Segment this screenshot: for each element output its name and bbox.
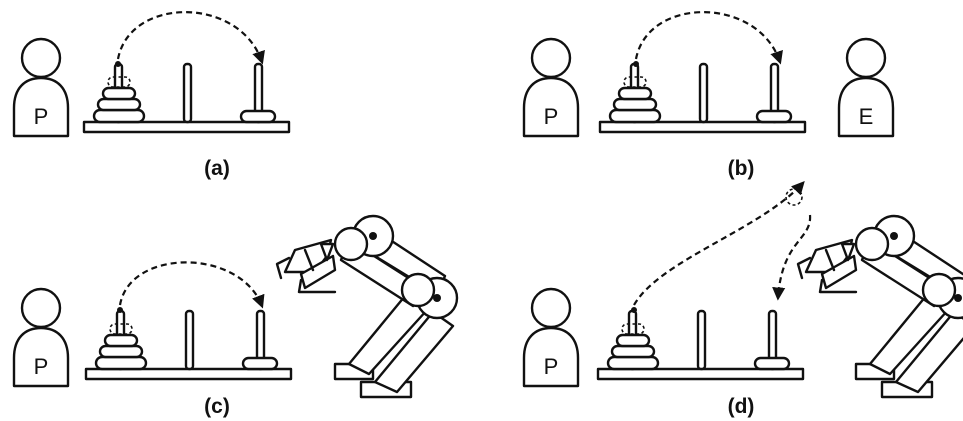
person-p-c: P (12, 287, 70, 388)
move-arrow-b (634, 11, 783, 65)
panel-label-d: (d) (728, 395, 755, 418)
move-arrow-a (116, 11, 265, 65)
person-label-b: P (544, 104, 559, 129)
panel-c: P (c) (12, 214, 459, 418)
person-p-d: P (522, 287, 580, 388)
tower-of-hanoi-d (596, 309, 805, 381)
person-label-c: P (34, 354, 49, 379)
person-label-a: P (34, 104, 49, 129)
panel-label-a: (a) (204, 157, 230, 180)
tower-of-hanoi-c (84, 309, 293, 381)
tower-of-hanoi-b (598, 62, 807, 134)
panel-b: P E (b) (522, 11, 895, 180)
panel-label-b: (b) (728, 157, 755, 180)
robot-arm-d (796, 214, 963, 399)
ghost-disk-air (785, 188, 803, 206)
lift-arrow-d (633, 181, 805, 306)
person-p-a: P (12, 37, 70, 138)
person-e-b: E (837, 37, 895, 138)
move-arrow-c (118, 261, 265, 309)
person-label-d: P (544, 354, 559, 379)
panel-a: P (a) (12, 11, 291, 180)
person-label-e: E (859, 104, 874, 129)
tower-of-hanoi-a (82, 62, 291, 134)
person-p-b: P (522, 37, 580, 138)
panel-d: P (d) (522, 181, 963, 418)
robot-arm-c (275, 214, 459, 399)
panel-label-c: (c) (204, 395, 230, 418)
place-arrow-d (772, 214, 812, 301)
